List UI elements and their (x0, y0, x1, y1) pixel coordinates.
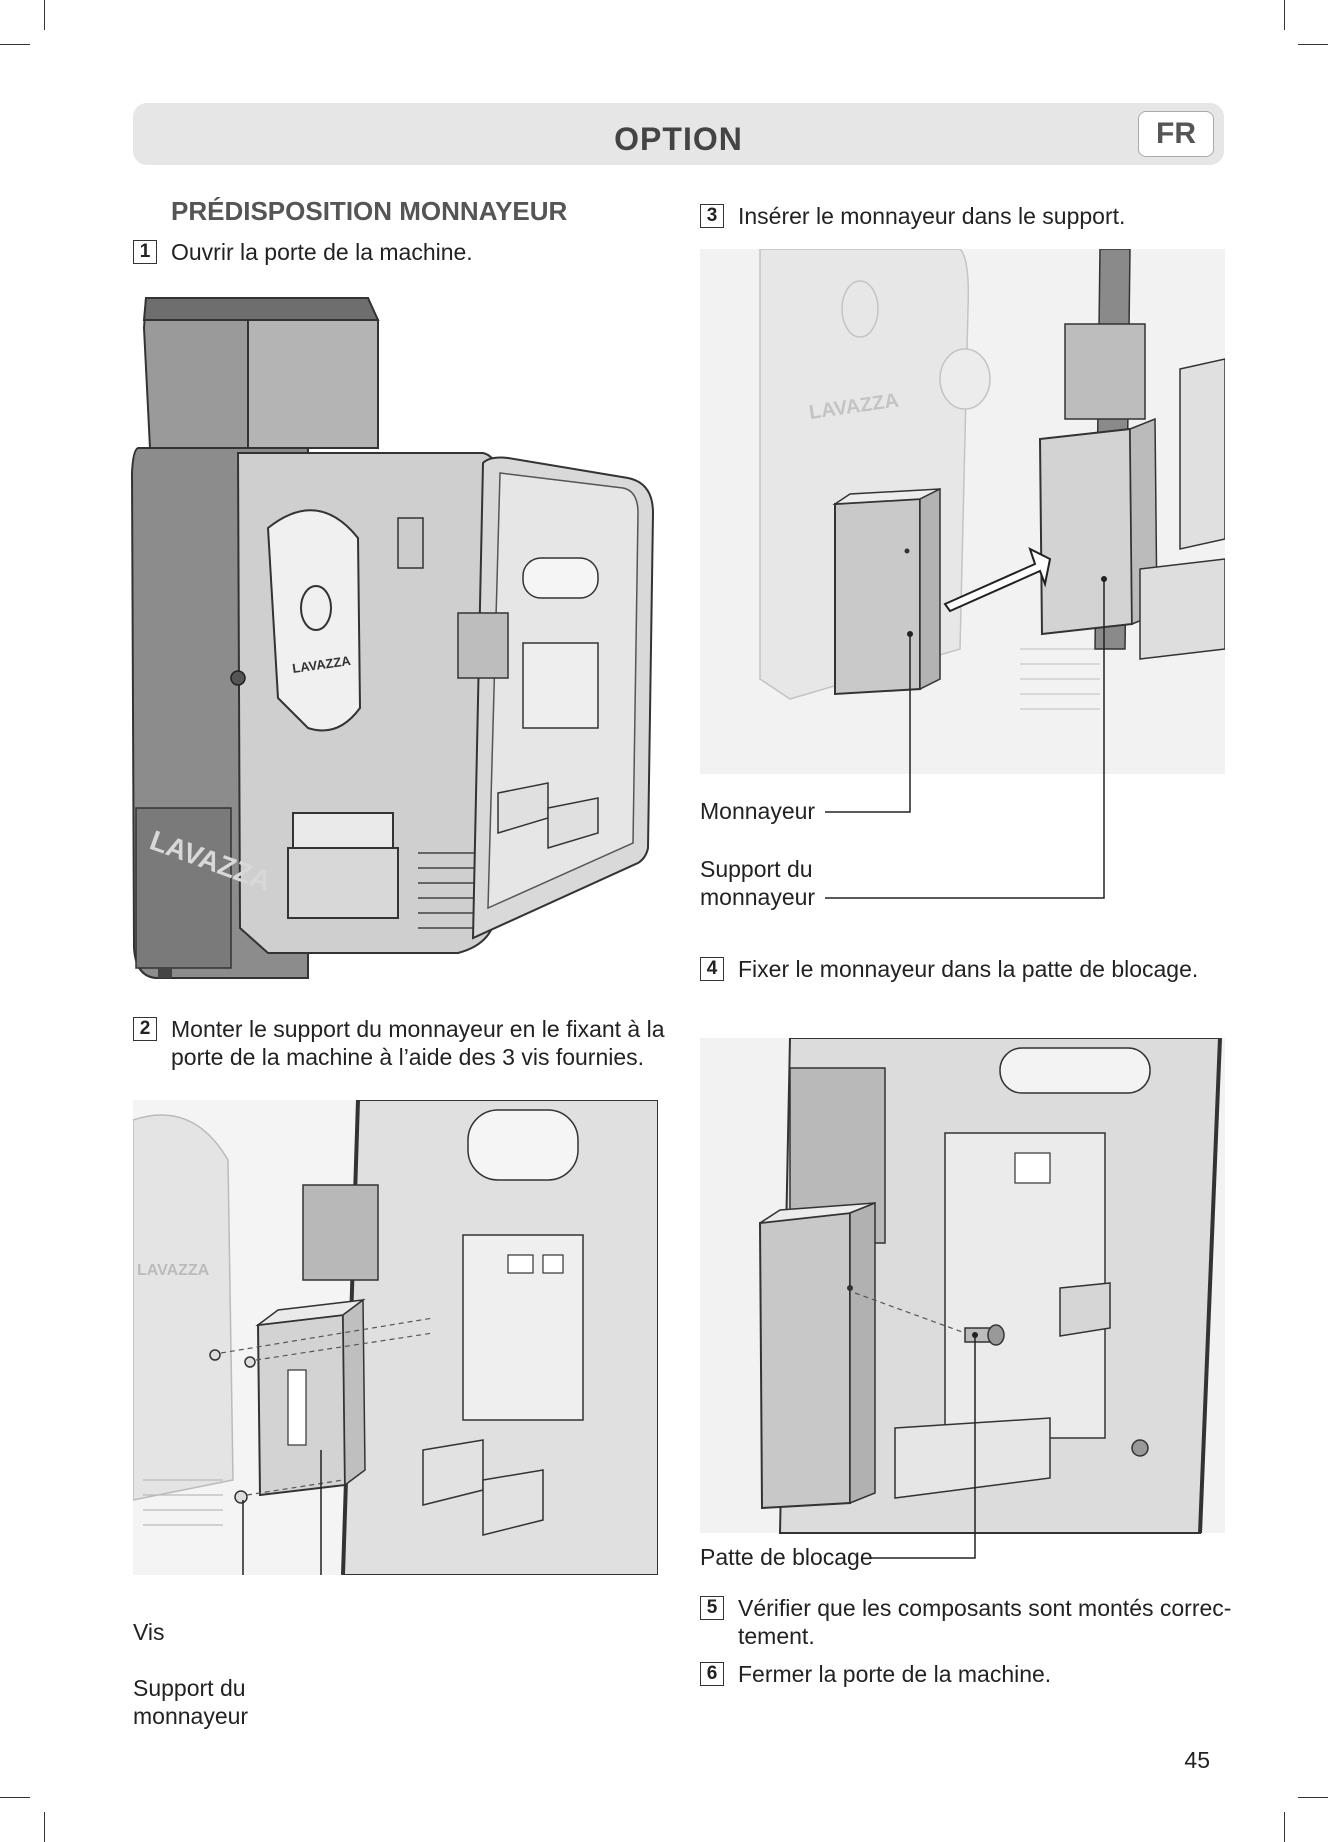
step-number: 5 (700, 1596, 724, 1620)
section-title: PRÉDISPOSITION MONNAYEUR (171, 196, 568, 226)
step-number: 6 (700, 1662, 724, 1686)
callout-patte-blocage: Patte de blocage (700, 1544, 873, 1570)
step-number: 2 (133, 1017, 157, 1041)
crop-mark (0, 44, 30, 45)
step-number: 3 (700, 204, 724, 228)
step-text: Vérifier que les composants sont montés … (738, 1595, 1232, 1649)
page-title: OPTION (614, 121, 743, 157)
crop-mark (1284, 1812, 1285, 1842)
callout-support: Support du monnayeur (700, 856, 816, 910)
language-badge: FR (1138, 111, 1214, 157)
crop-mark (1284, 0, 1285, 30)
step-6: 6 Fermer la porte de la machine. (700, 1660, 1220, 1692)
callout-vis: Vis (133, 1619, 165, 1645)
crop-mark (0, 1797, 30, 1798)
step-1: 1 Ouvrir la porte de la machine. (133, 238, 673, 270)
figure-locking-bracket (700, 1038, 1225, 1559)
figure-logo: LAVAZZA (137, 1262, 210, 1279)
crop-mark (44, 0, 45, 30)
step-text: Insérer le monnayeur dans le support. (738, 203, 1126, 229)
crop-mark (44, 1812, 45, 1842)
figure-mount-support: LAVAZZA (133, 1100, 658, 1575)
header-bar: OPTION FR (133, 103, 1224, 165)
step-text: Ouvrir la porte de la machine. (171, 239, 473, 265)
step-text: Fermer la porte de la machine. (738, 1661, 1052, 1687)
step-number: 1 (133, 240, 157, 264)
step-2: 2 Monter le support du monnayeur en le f… (133, 1015, 693, 1075)
page-number: 45 (1184, 1747, 1210, 1773)
step-5: 5 Vérifier que les composants sont monté… (700, 1594, 1240, 1654)
callout-monnayeur: Monnayeur (700, 798, 816, 824)
callout-support: Support du monnayeur (133, 1675, 249, 1729)
step-4: 4 Fixer le monnayeur dans la patte de bl… (700, 955, 1220, 987)
step-number: 4 (700, 957, 724, 981)
crop-mark (1298, 1797, 1328, 1798)
figure-open-machine: LAVAZZA LAVAZZA (130, 297, 655, 979)
step-text: Monter le support du monnayeur en le fix… (171, 1016, 665, 1070)
figure-insert-coin-mech: LAVAZZA (700, 249, 1225, 899)
crop-mark (1298, 44, 1328, 45)
step-3: 3 Insérer le monnayeur dans le support. (700, 202, 1220, 234)
step-text: Fixer le monnayeur dans la patte de bloc… (738, 956, 1199, 982)
